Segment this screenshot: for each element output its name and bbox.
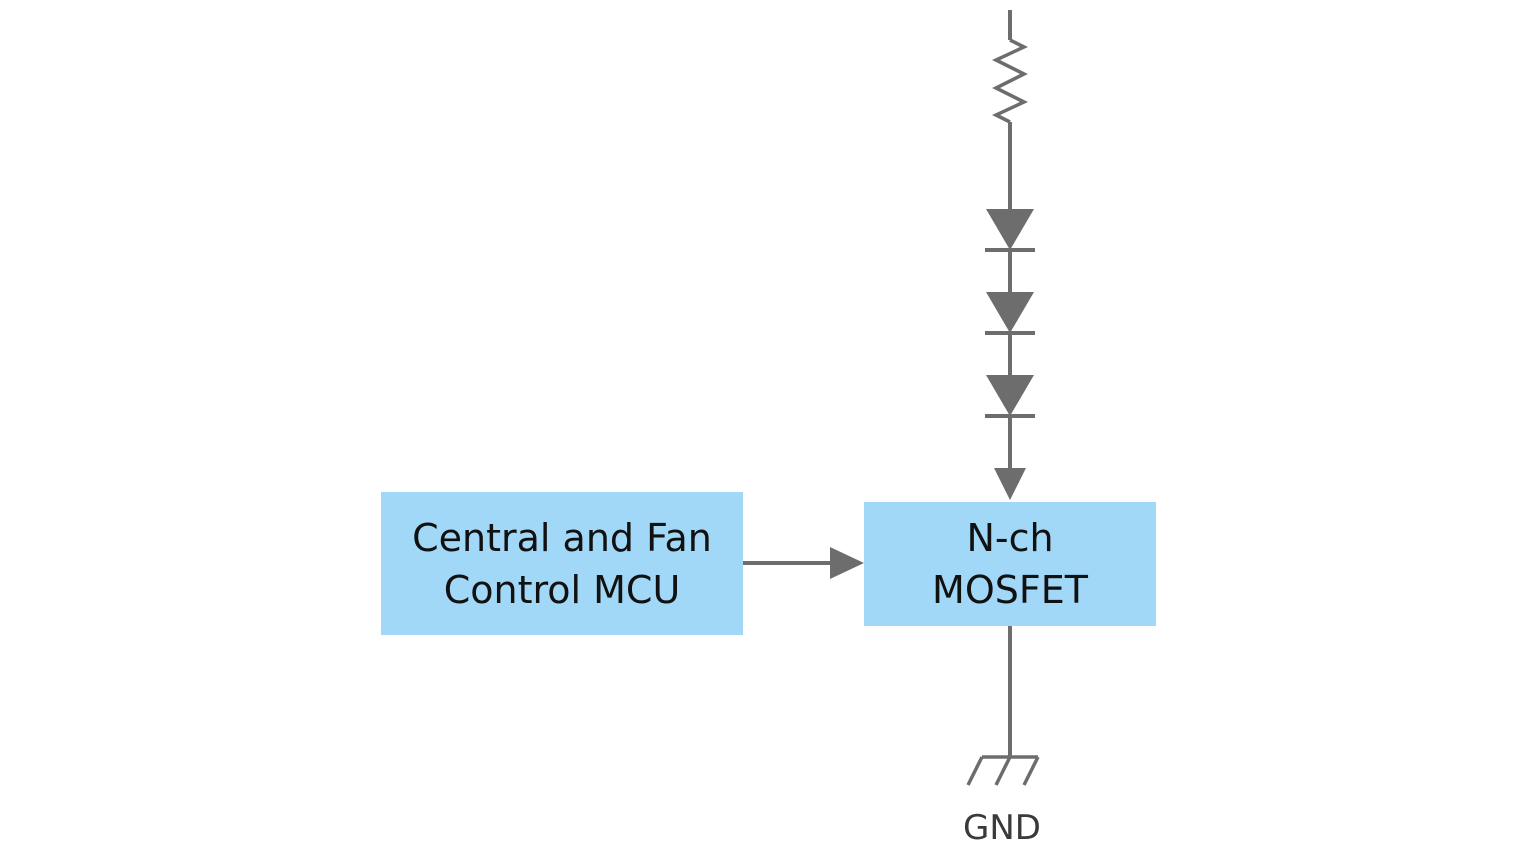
mcu-label-line1: Central and Fan [412, 515, 712, 560]
resistor-icon [991, 38, 1029, 124]
ground-label: GND [963, 808, 1041, 848]
led-icon [985, 375, 1035, 418]
led-icon [985, 292, 1035, 335]
led-triangle [986, 209, 1034, 250]
arrow-icon [830, 547, 864, 579]
led-triangle [986, 375, 1034, 416]
ground-hatch [994, 756, 1012, 786]
mcu-block: Central and Fan Control MCU [381, 492, 743, 635]
ground-hatch [1022, 756, 1040, 786]
led-triangle [986, 292, 1034, 333]
ground-hatch [966, 756, 984, 786]
arrow-icon [994, 468, 1026, 500]
ground-icon [966, 755, 1040, 786]
mosfet-label-line2: MOSFET [932, 568, 1088, 612]
mcu-label-line2: Control MCU [443, 567, 681, 612]
mosfet-block: N-ch MOSFET [864, 502, 1156, 626]
mosfet-label-line1: N-ch [966, 516, 1054, 560]
led-icon [985, 209, 1035, 252]
